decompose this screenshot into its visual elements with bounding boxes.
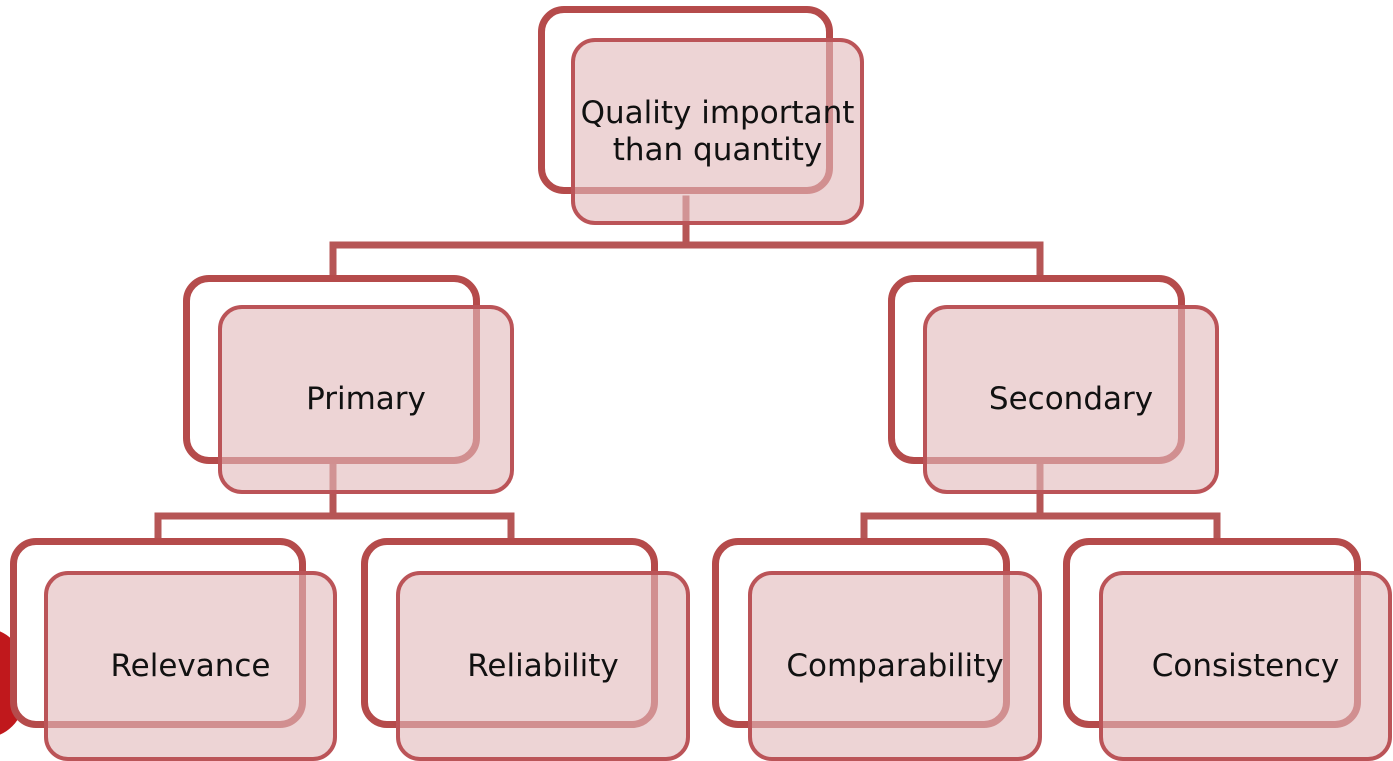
secondary-node: Secondary xyxy=(888,275,1219,494)
primary-node-label: Primary xyxy=(306,381,426,417)
secondary-node-label: Secondary xyxy=(988,381,1154,417)
reliability-node: Reliability xyxy=(361,538,690,761)
secondary-node-box: Secondary xyxy=(923,305,1219,494)
consistency-node-box: Consistency xyxy=(1099,571,1392,761)
root-node-box: Quality important than quantity xyxy=(571,38,864,225)
primary-node: Primary xyxy=(183,275,514,494)
primary-node-box: Primary xyxy=(218,305,514,494)
root-node-label: Quality important than quantity xyxy=(580,94,855,168)
reliability-node-label: Reliability xyxy=(467,647,619,684)
relevance-node-label: Relevance xyxy=(110,647,271,684)
relevance-node: Relevance xyxy=(10,538,337,761)
comparability-node-box: Comparability xyxy=(748,571,1042,761)
comparability-node-label: Comparability xyxy=(786,647,1004,684)
consistency-node-label: Consistency xyxy=(1151,647,1340,684)
reliability-node-box: Reliability xyxy=(396,571,690,761)
consistency-node: Consistency xyxy=(1063,538,1392,761)
root-node: Quality important than quantity xyxy=(538,6,864,225)
relevance-node-box: Relevance xyxy=(44,571,337,761)
comparability-node: Comparability xyxy=(712,538,1042,761)
